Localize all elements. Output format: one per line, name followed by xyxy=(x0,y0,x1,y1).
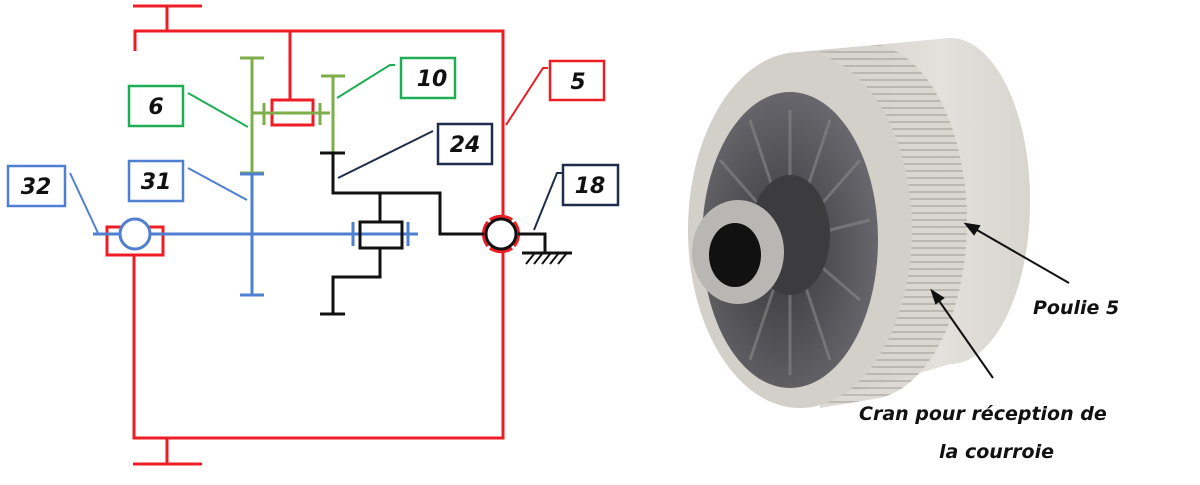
leader-31 xyxy=(187,167,248,201)
label-box-10 xyxy=(399,56,457,100)
label-24: 24 xyxy=(450,133,481,158)
caption-pulley-5: Poulie 5 xyxy=(1033,297,1119,319)
label-box-18 xyxy=(561,163,620,207)
label-box-24 xyxy=(436,122,494,166)
leader-32 xyxy=(69,172,99,234)
label-18: 18 xyxy=(575,174,606,199)
carrier-24 xyxy=(320,151,572,316)
leader-10 xyxy=(336,64,395,99)
label-31: 31 xyxy=(141,170,172,195)
label-5: 5 xyxy=(570,70,585,95)
label-box-6 xyxy=(127,84,185,128)
arrows xyxy=(930,222,1070,379)
caption-notch-line1: Cran pour réception de xyxy=(859,403,1107,425)
label-box-32 xyxy=(6,164,67,208)
gears-6-10 xyxy=(240,56,345,175)
pulley-photo xyxy=(688,38,1030,408)
label-6: 6 xyxy=(148,95,163,120)
leader-5 xyxy=(505,67,548,126)
label-10: 10 xyxy=(417,67,448,92)
leader-6 xyxy=(187,92,249,128)
leader-18 xyxy=(533,172,562,231)
label-box-31 xyxy=(127,159,185,203)
leader-24 xyxy=(337,130,434,179)
label-box-5 xyxy=(548,59,606,102)
caption-notch-line2: la courroie xyxy=(939,441,1054,463)
label-32: 32 xyxy=(21,175,52,200)
shaft-31 xyxy=(93,172,418,297)
